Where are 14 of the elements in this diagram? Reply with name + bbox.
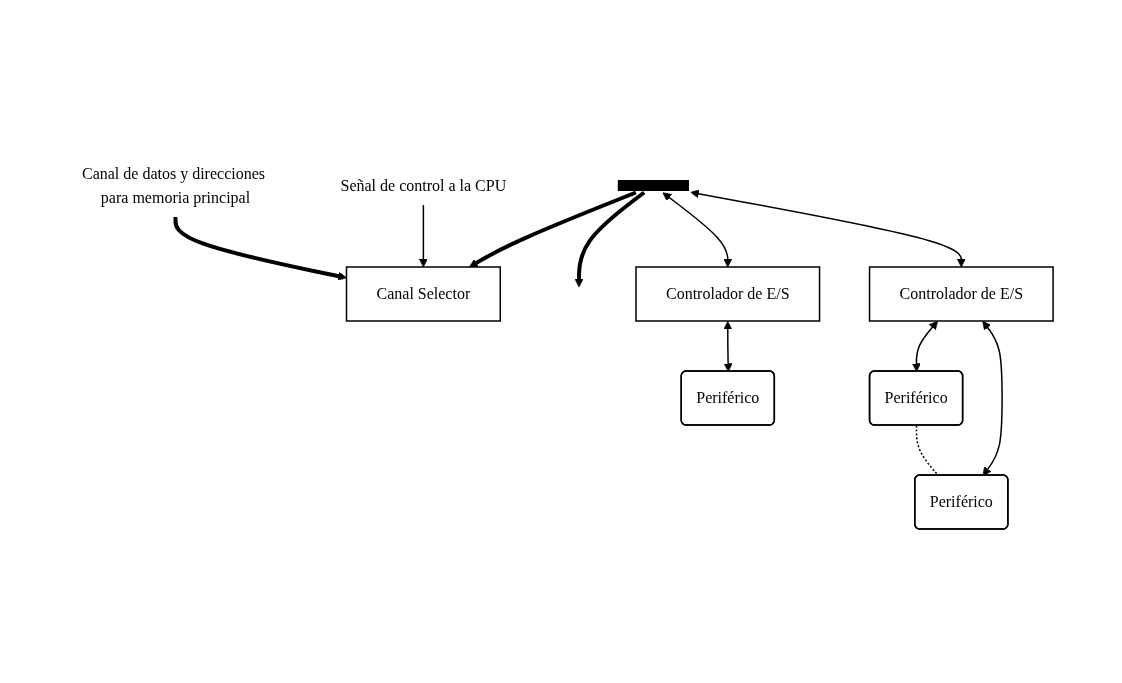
arrow xyxy=(575,190,646,288)
connector xyxy=(916,424,940,477)
node-box: Controlador de E/S xyxy=(635,266,821,322)
arrow xyxy=(982,320,1004,476)
arrow xyxy=(469,190,638,268)
node-box: Controlador de E/S xyxy=(869,266,1055,322)
node-text: Canal de datos y direcciones para memoria principal xyxy=(82,164,266,206)
node-text: Señal de control a la CPU xyxy=(340,176,507,194)
arrow xyxy=(723,321,733,372)
arrow xyxy=(662,192,733,268)
arrow xyxy=(912,320,939,372)
arrow xyxy=(690,189,967,268)
arrow xyxy=(419,204,429,268)
node-box: Canal Selector xyxy=(346,266,502,322)
